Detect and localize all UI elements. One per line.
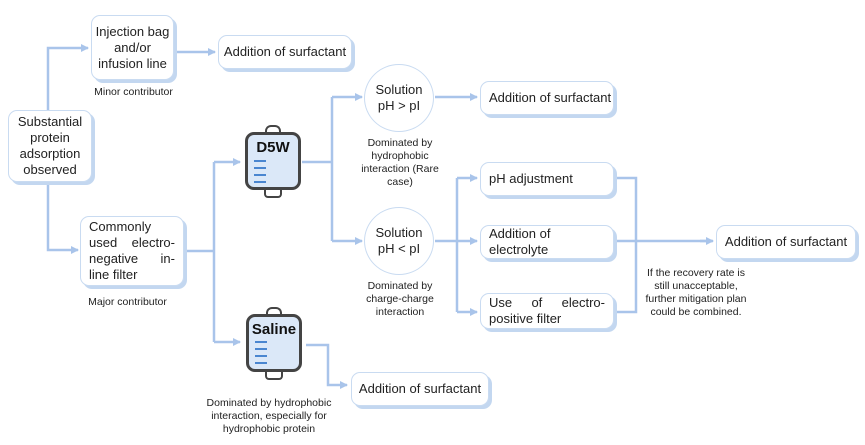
injection-bag-node: Injection bag and/or infusion line bbox=[91, 15, 174, 80]
saline-surfactant-node: Addition of surfactant bbox=[351, 372, 489, 406]
ph-less-than-pi-node: Solution pH < pI bbox=[364, 207, 434, 275]
gt-surfactant-node: Addition of surfactant bbox=[480, 81, 614, 115]
root-node: Substantial protein adsorption observed bbox=[8, 110, 92, 182]
injection-bag-label: Injection bag and/or infusion line bbox=[95, 23, 170, 71]
ph-adjustment-label: pH adjustment bbox=[489, 171, 573, 186]
d5w-bag-icon: D5W bbox=[243, 125, 303, 198]
electrolyte-node: Addition of electrolyte bbox=[480, 225, 614, 259]
root-node-label: Substantial protein adsorption observed bbox=[17, 114, 83, 177]
connector-root-to-filter bbox=[46, 182, 79, 254]
saline-surfactant-label: Addition of surfactant bbox=[358, 381, 482, 396]
electrolyte-label: Addition of electrolyte bbox=[489, 226, 551, 257]
final-surfactant-label: Addition of surfactant bbox=[724, 234, 848, 249]
ph-greater-label: Solution pH > pI bbox=[375, 82, 423, 113]
saline-note: Dominated by hydrophobic interaction, es… bbox=[206, 397, 332, 435]
d5w-label: D5W bbox=[256, 139, 290, 156]
ph-adjustment-node: pH adjustment bbox=[480, 162, 614, 196]
connector-lt-bus bbox=[435, 178, 459, 312]
electropositive-filter-label: Use of electro-positive filter bbox=[489, 295, 605, 326]
electropositive-filter-node: Use of electro-positive filter bbox=[480, 293, 614, 329]
ph-less-label: Solution pH < pI bbox=[375, 225, 423, 256]
recovery-rate-note: If the recovery rate is still unacceptab… bbox=[645, 267, 747, 318]
inline-filter-label: Commonly used electro-negative in-line f… bbox=[89, 219, 175, 282]
injection-surfactant-label: Addition of surfactant bbox=[223, 44, 347, 59]
charge-charge-note: Dominated by charge-charge interaction bbox=[366, 280, 434, 318]
connector-filter-bus bbox=[186, 162, 216, 342]
hydrophobic-rare-note: Dominated by hydrophobic interaction (Ra… bbox=[361, 137, 439, 188]
gt-surfactant-label: Addition of surfactant bbox=[489, 90, 612, 105]
major-contributor-note: Major contributor bbox=[88, 296, 167, 308]
connector-saline-to-surfactant bbox=[306, 343, 348, 389]
inline-filter-node: Commonly used electro-negative in-line f… bbox=[80, 216, 184, 286]
ph-greater-than-pi-node: Solution pH > pI bbox=[364, 64, 434, 132]
connector-d5w-bus bbox=[302, 97, 334, 241]
saline-label: Saline bbox=[251, 321, 297, 338]
final-surfactant-node: Addition of surfactant bbox=[716, 225, 856, 259]
minor-contributor-note: Minor contributor bbox=[94, 86, 173, 98]
saline-bag-icon: Saline bbox=[244, 307, 304, 380]
injection-surfactant-node: Addition of surfactant bbox=[218, 35, 352, 69]
connector-merge bbox=[612, 176, 712, 314]
connector-root-to-injection bbox=[46, 44, 89, 113]
